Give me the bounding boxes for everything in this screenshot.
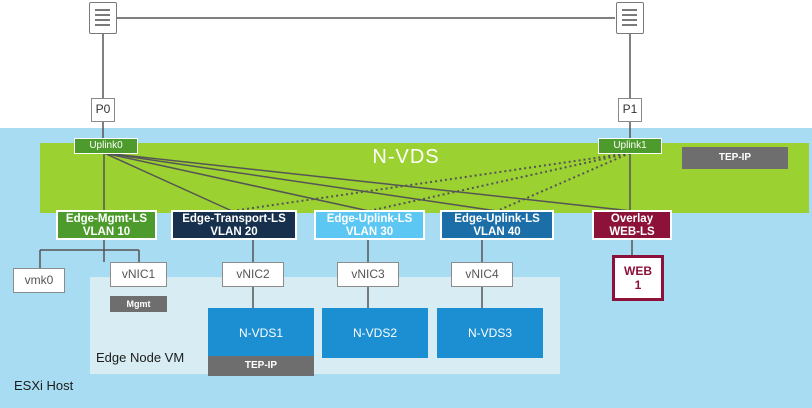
segment-overlay-web-ls: Overlay WEB-LS [592,210,672,240]
nvds-title: N-VDS [372,146,440,168]
vnic1: vNIC1 [110,262,167,287]
mgmt-label: Mgmt [110,296,167,312]
vnic3: vNIC3 [337,262,399,287]
tep-ip-label-bottom: TEP-IP [208,356,314,376]
segment-name: Edge-Uplink-LS [454,213,540,225]
nvds2-box: N-VDS2 [322,308,428,358]
segment-vlan: VLAN 20 [210,225,258,238]
nvds1-box: N-VDS1 [208,308,314,358]
tep-ip-label-top: TEP-IP [682,147,788,169]
web-vm-number: 1 [634,278,642,292]
physical-switch-right-icon [616,2,644,34]
segment-name: Overlay [610,213,654,225]
port-p0: P0 [91,98,115,122]
vnic2: vNIC2 [222,262,284,287]
edge-node-vm-label: Edge Node VM [96,350,185,365]
web-vm-name: WEB [624,264,652,278]
segment-vlan: VLAN 40 [473,225,521,238]
physical-switch-left-icon [89,2,117,34]
uplink0: Uplink0 [74,138,138,154]
segment-vlan: VLAN 10 [82,225,131,238]
segment-edge-uplink-ls-40: Edge-Uplink-LS VLAN 40 [440,210,554,240]
port-p1: P1 [618,98,642,122]
segment-name: Edge-Mgmt-LS [65,213,148,225]
nvds3-box: N-VDS3 [437,308,543,358]
nvds-band [40,143,809,213]
segment-vlan: WEB-LS [609,225,655,238]
esxi-host-label: ESXi Host [14,378,74,393]
vmk0: vmk0 [13,268,65,293]
uplink1: Uplink1 [598,138,662,154]
segment-vlan: VLAN 30 [345,225,394,238]
web-vm-box: WEB 1 [612,255,664,301]
vnic4: vNIC4 [451,262,513,287]
segment-edge-transport-ls: Edge-Transport-LS VLAN 20 [171,210,297,240]
segment-name: Edge-Uplink-LS [326,213,413,225]
segment-edge-mgmt-ls: Edge-Mgmt-LS VLAN 10 [56,210,157,240]
segment-name: Edge-Transport-LS [182,213,286,225]
segment-edge-uplink-ls-30: Edge-Uplink-LS VLAN 30 [314,210,425,240]
